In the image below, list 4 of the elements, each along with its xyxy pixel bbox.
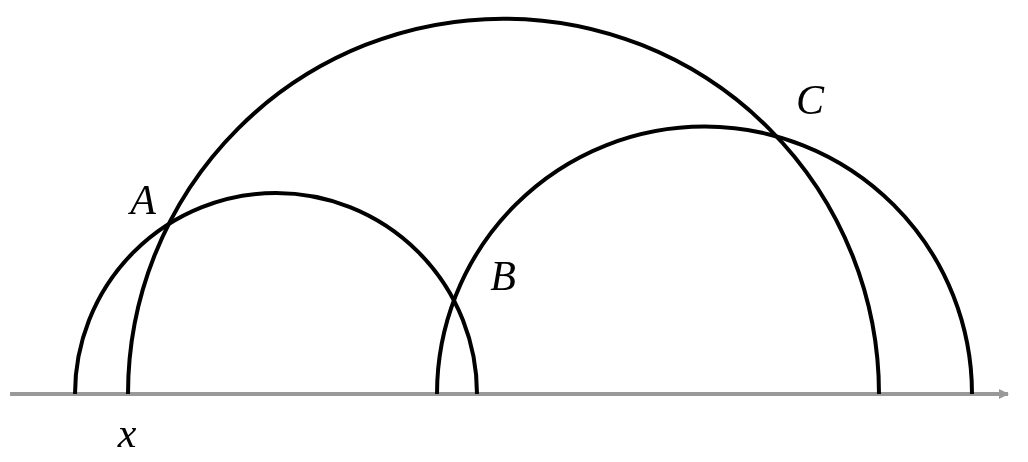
axis-label: x — [117, 412, 137, 454]
point-label: B — [490, 255, 516, 297]
point-label: C — [796, 79, 824, 121]
point-label: A — [130, 179, 156, 221]
